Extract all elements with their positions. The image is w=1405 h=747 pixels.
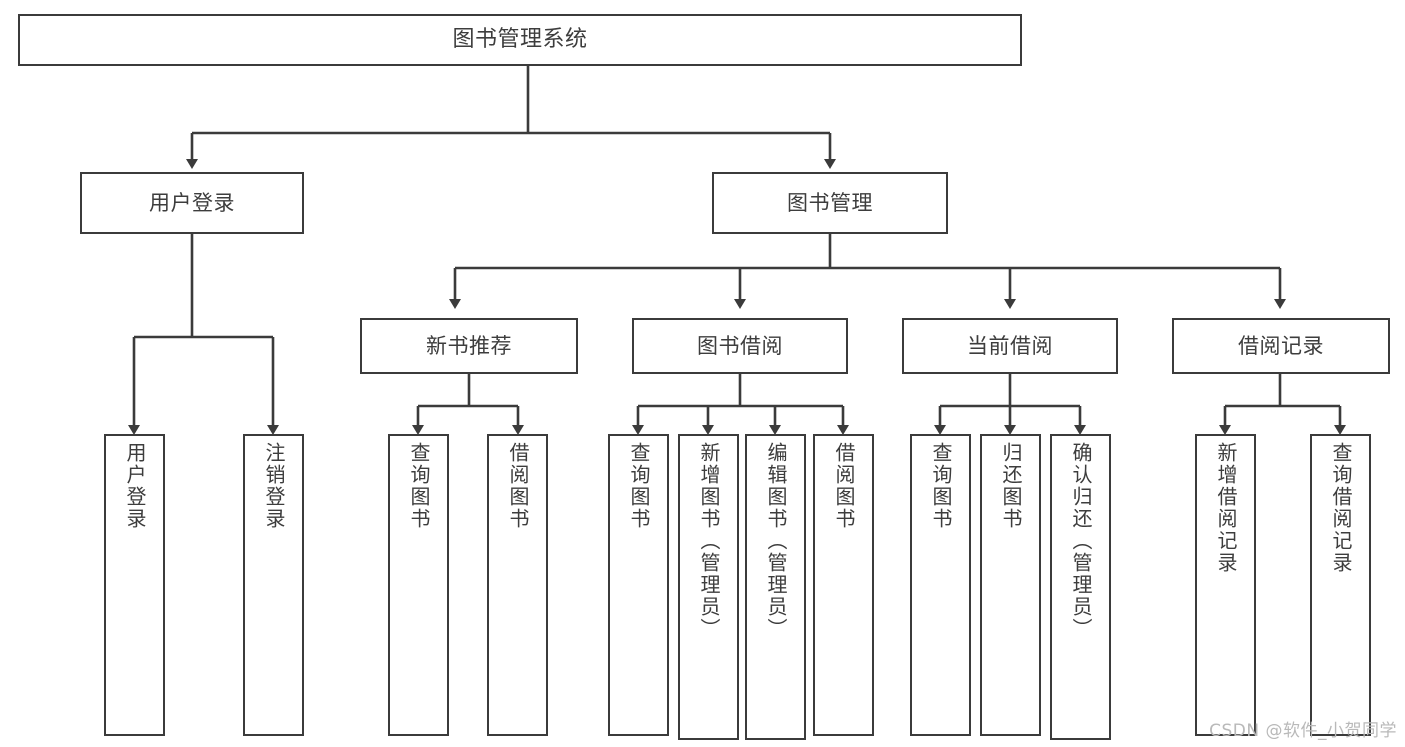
node-label: 查询借阅记录 <box>1329 442 1353 574</box>
node-label: 图书管理 <box>787 190 873 215</box>
watermark: CSDN @软件_小贺同学 <box>1209 721 1397 741</box>
node-label: 新增借阅记录 <box>1214 442 1238 574</box>
leaf-borrow-edit-book-admin[interactable]: 编辑图书（管理员） <box>745 434 806 740</box>
leaf-record-add-record[interactable]: 新增借阅记录 <box>1195 434 1256 736</box>
node-label: 查询图书 <box>929 442 953 530</box>
node-user-login[interactable]: 用户登录 <box>80 172 304 234</box>
node-label: 新书推荐 <box>426 333 512 358</box>
node-label: 借阅图书 <box>506 442 530 530</box>
node-label: 用户登录 <box>123 442 147 530</box>
node-label: 借阅图书 <box>832 442 856 530</box>
node-label: 查询图书 <box>627 442 651 530</box>
node-root-system[interactable]: 图书管理系统 <box>18 14 1022 66</box>
node-label: 图书借阅 <box>697 333 783 358</box>
leaf-user-login-logout[interactable]: 注销登录 <box>243 434 304 736</box>
node-label: 注销登录 <box>262 442 286 530</box>
node-label: 确认归还（管理员） <box>1069 442 1093 640</box>
leaf-user-login-login[interactable]: 用户登录 <box>104 434 165 736</box>
node-label: 查询图书 <box>407 442 431 530</box>
leaf-borrow-borrow-book[interactable]: 借阅图书 <box>813 434 874 736</box>
leaf-borrow-add-book-admin[interactable]: 新增图书（管理员） <box>678 434 739 740</box>
leaf-current-query-book[interactable]: 查询图书 <box>910 434 971 736</box>
node-label: 当前借阅 <box>967 333 1053 358</box>
leaf-recommend-borrow-book[interactable]: 借阅图书 <box>487 434 548 736</box>
node-label: 编辑图书（管理员） <box>764 442 788 640</box>
leaf-current-confirm-return-admin[interactable]: 确认归还（管理员） <box>1050 434 1111 740</box>
node-label: 图书管理系统 <box>452 27 588 53</box>
node-label: 用户登录 <box>149 190 235 215</box>
leaf-recommend-query-book[interactable]: 查询图书 <box>388 434 449 736</box>
node-label: 借阅记录 <box>1238 333 1324 358</box>
leaf-record-query-record[interactable]: 查询借阅记录 <box>1310 434 1371 736</box>
node-borrow-record[interactable]: 借阅记录 <box>1172 318 1390 374</box>
node-new-book-recommend[interactable]: 新书推荐 <box>360 318 578 374</box>
node-label: 归还图书 <box>999 442 1023 530</box>
node-book-management[interactable]: 图书管理 <box>712 172 948 234</box>
node-book-borrow[interactable]: 图书借阅 <box>632 318 848 374</box>
leaf-current-return-book[interactable]: 归还图书 <box>980 434 1041 736</box>
node-label: 新增图书（管理员） <box>697 442 721 640</box>
node-current-borrow[interactable]: 当前借阅 <box>902 318 1118 374</box>
leaf-borrow-query-book[interactable]: 查询图书 <box>608 434 669 736</box>
